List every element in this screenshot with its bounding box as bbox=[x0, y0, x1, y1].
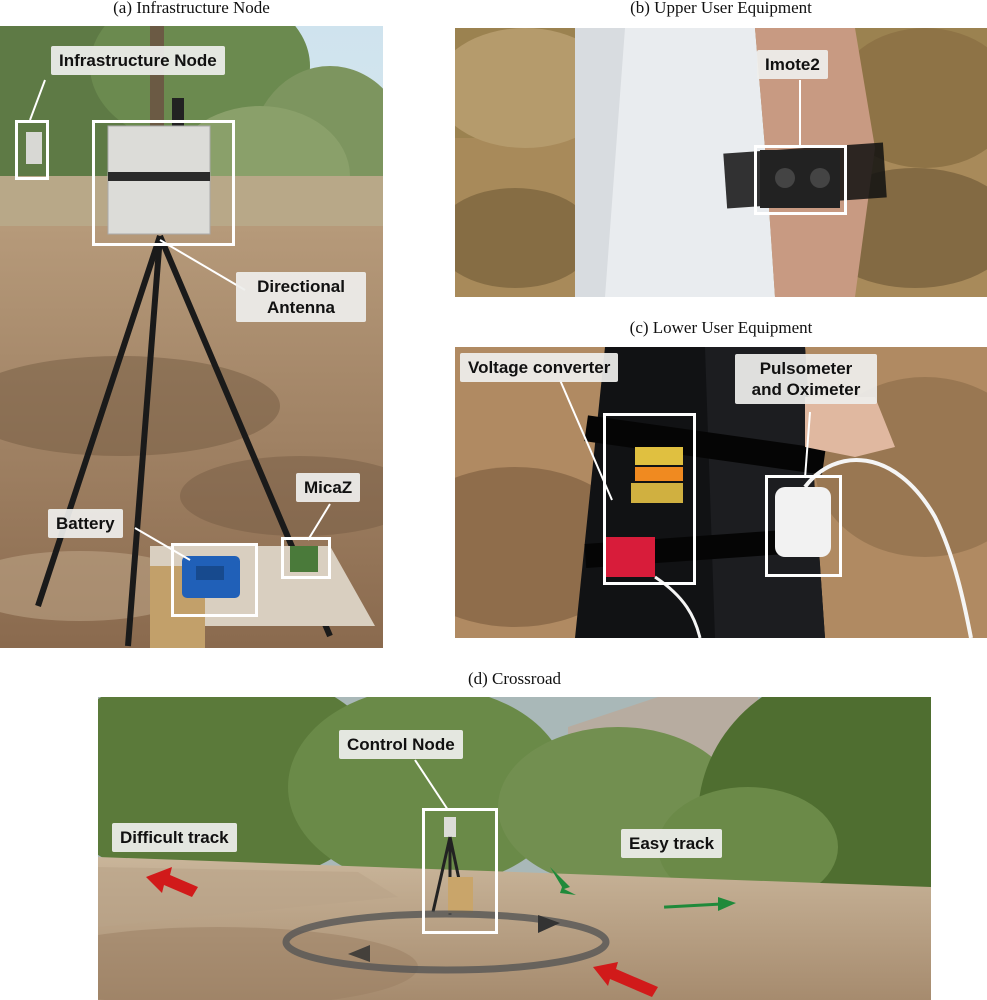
highlight-imote2 bbox=[754, 145, 847, 215]
caption-crossroad: (d) Crossroad bbox=[467, 669, 561, 688]
label-easy-track: Easy track bbox=[621, 829, 723, 858]
lower-equipment-scene bbox=[455, 347, 987, 638]
red-arrow-icon bbox=[146, 867, 658, 997]
caption-upper-user-equipment: (b) Upper User Equipment bbox=[630, 0, 812, 17]
caption-lower-user-equipment: (c) Lower User Equipment bbox=[629, 318, 813, 337]
highlight-control-node bbox=[422, 808, 498, 934]
label-voltage-converter: Voltage converter bbox=[460, 353, 619, 382]
label-micaz: MicaZ bbox=[296, 473, 361, 502]
label-infrastructure-node: Infrastructure Node bbox=[51, 46, 225, 75]
label-pulsometer-line1: Pulsometer bbox=[759, 359, 853, 378]
label-pulsometer-line2: and Oximeter bbox=[751, 380, 861, 399]
photo-lower-user-equipment bbox=[455, 347, 987, 638]
crossroad-scene bbox=[98, 697, 931, 1000]
label-battery: Battery bbox=[48, 509, 123, 538]
highlight-battery bbox=[171, 543, 258, 617]
label-directional-antenna-line1: Directional bbox=[257, 277, 345, 296]
highlight-far-node bbox=[15, 120, 49, 180]
label-difficult-track: Difficult track bbox=[112, 823, 237, 852]
label-directional-antenna-line2: Antenna bbox=[267, 298, 335, 317]
highlight-micaz bbox=[281, 537, 331, 579]
green-arrow-icon bbox=[550, 867, 736, 911]
highlight-voltage-converter bbox=[603, 413, 696, 585]
highlight-infrastructure-node bbox=[92, 120, 235, 246]
label-pulsometer-oximeter: Pulsometer and Oximeter bbox=[735, 354, 877, 404]
label-imote2: Imote2 bbox=[757, 50, 828, 79]
photo-upper-user-equipment bbox=[455, 28, 987, 297]
label-control-node: Control Node bbox=[339, 730, 463, 759]
highlight-pulsometer bbox=[765, 475, 842, 577]
photo-crossroad bbox=[98, 697, 931, 1000]
upper-equipment-scene bbox=[455, 28, 987, 297]
caption-infrastructure-node: (a) Infrastructure Node bbox=[113, 0, 270, 17]
label-directional-antenna: Directional Antenna bbox=[236, 272, 366, 322]
